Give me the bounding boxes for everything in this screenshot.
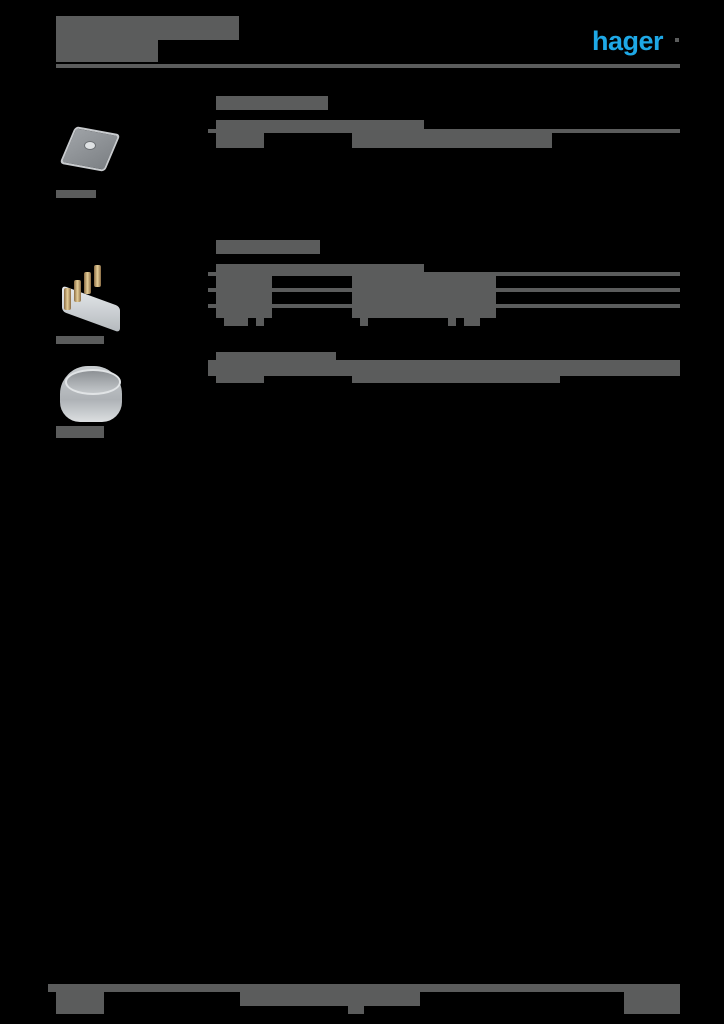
logo-trademark	[675, 38, 679, 42]
product-image-cap	[52, 356, 132, 424]
table-cell-note	[256, 318, 264, 326]
product-image-plate	[52, 118, 132, 182]
table-cell-note	[224, 318, 248, 326]
cap-rim	[65, 369, 121, 395]
table-rule	[208, 129, 680, 133]
table-cell-ref	[216, 376, 264, 383]
footer-center-subtext	[348, 1006, 364, 1014]
table-cell-note	[448, 318, 456, 326]
table-cell-description	[352, 376, 560, 383]
table-header-cell	[216, 352, 336, 362]
plate-hole	[84, 141, 96, 150]
hager-logo: hager	[592, 26, 664, 56]
document-subtitle	[56, 38, 158, 62]
header-rule	[56, 64, 680, 68]
footer-right-text	[624, 990, 680, 1014]
terminal-stud	[64, 288, 71, 310]
table-cell-ref	[216, 272, 272, 318]
product-image-terminal	[52, 262, 132, 333]
image-caption-1	[56, 190, 96, 198]
table-row-band	[208, 360, 680, 376]
table-cell-note	[360, 318, 368, 326]
terminal-stud	[74, 280, 81, 302]
terminal-stud	[84, 272, 91, 294]
table-cell-note	[464, 318, 480, 326]
footer-center-text	[240, 990, 420, 1006]
terminal-stud	[94, 265, 101, 287]
footer-left-text	[56, 990, 104, 1014]
table-header-cell	[216, 264, 424, 274]
document-title	[56, 16, 239, 40]
table-cell-description	[352, 272, 496, 318]
section-heading-1	[216, 96, 328, 110]
image-caption-2	[56, 336, 104, 344]
footer-rule	[48, 984, 680, 992]
image-caption-3	[56, 426, 104, 438]
table-cell-description	[352, 133, 552, 148]
section-heading-2	[216, 240, 320, 254]
table-cell-ref	[216, 133, 264, 148]
